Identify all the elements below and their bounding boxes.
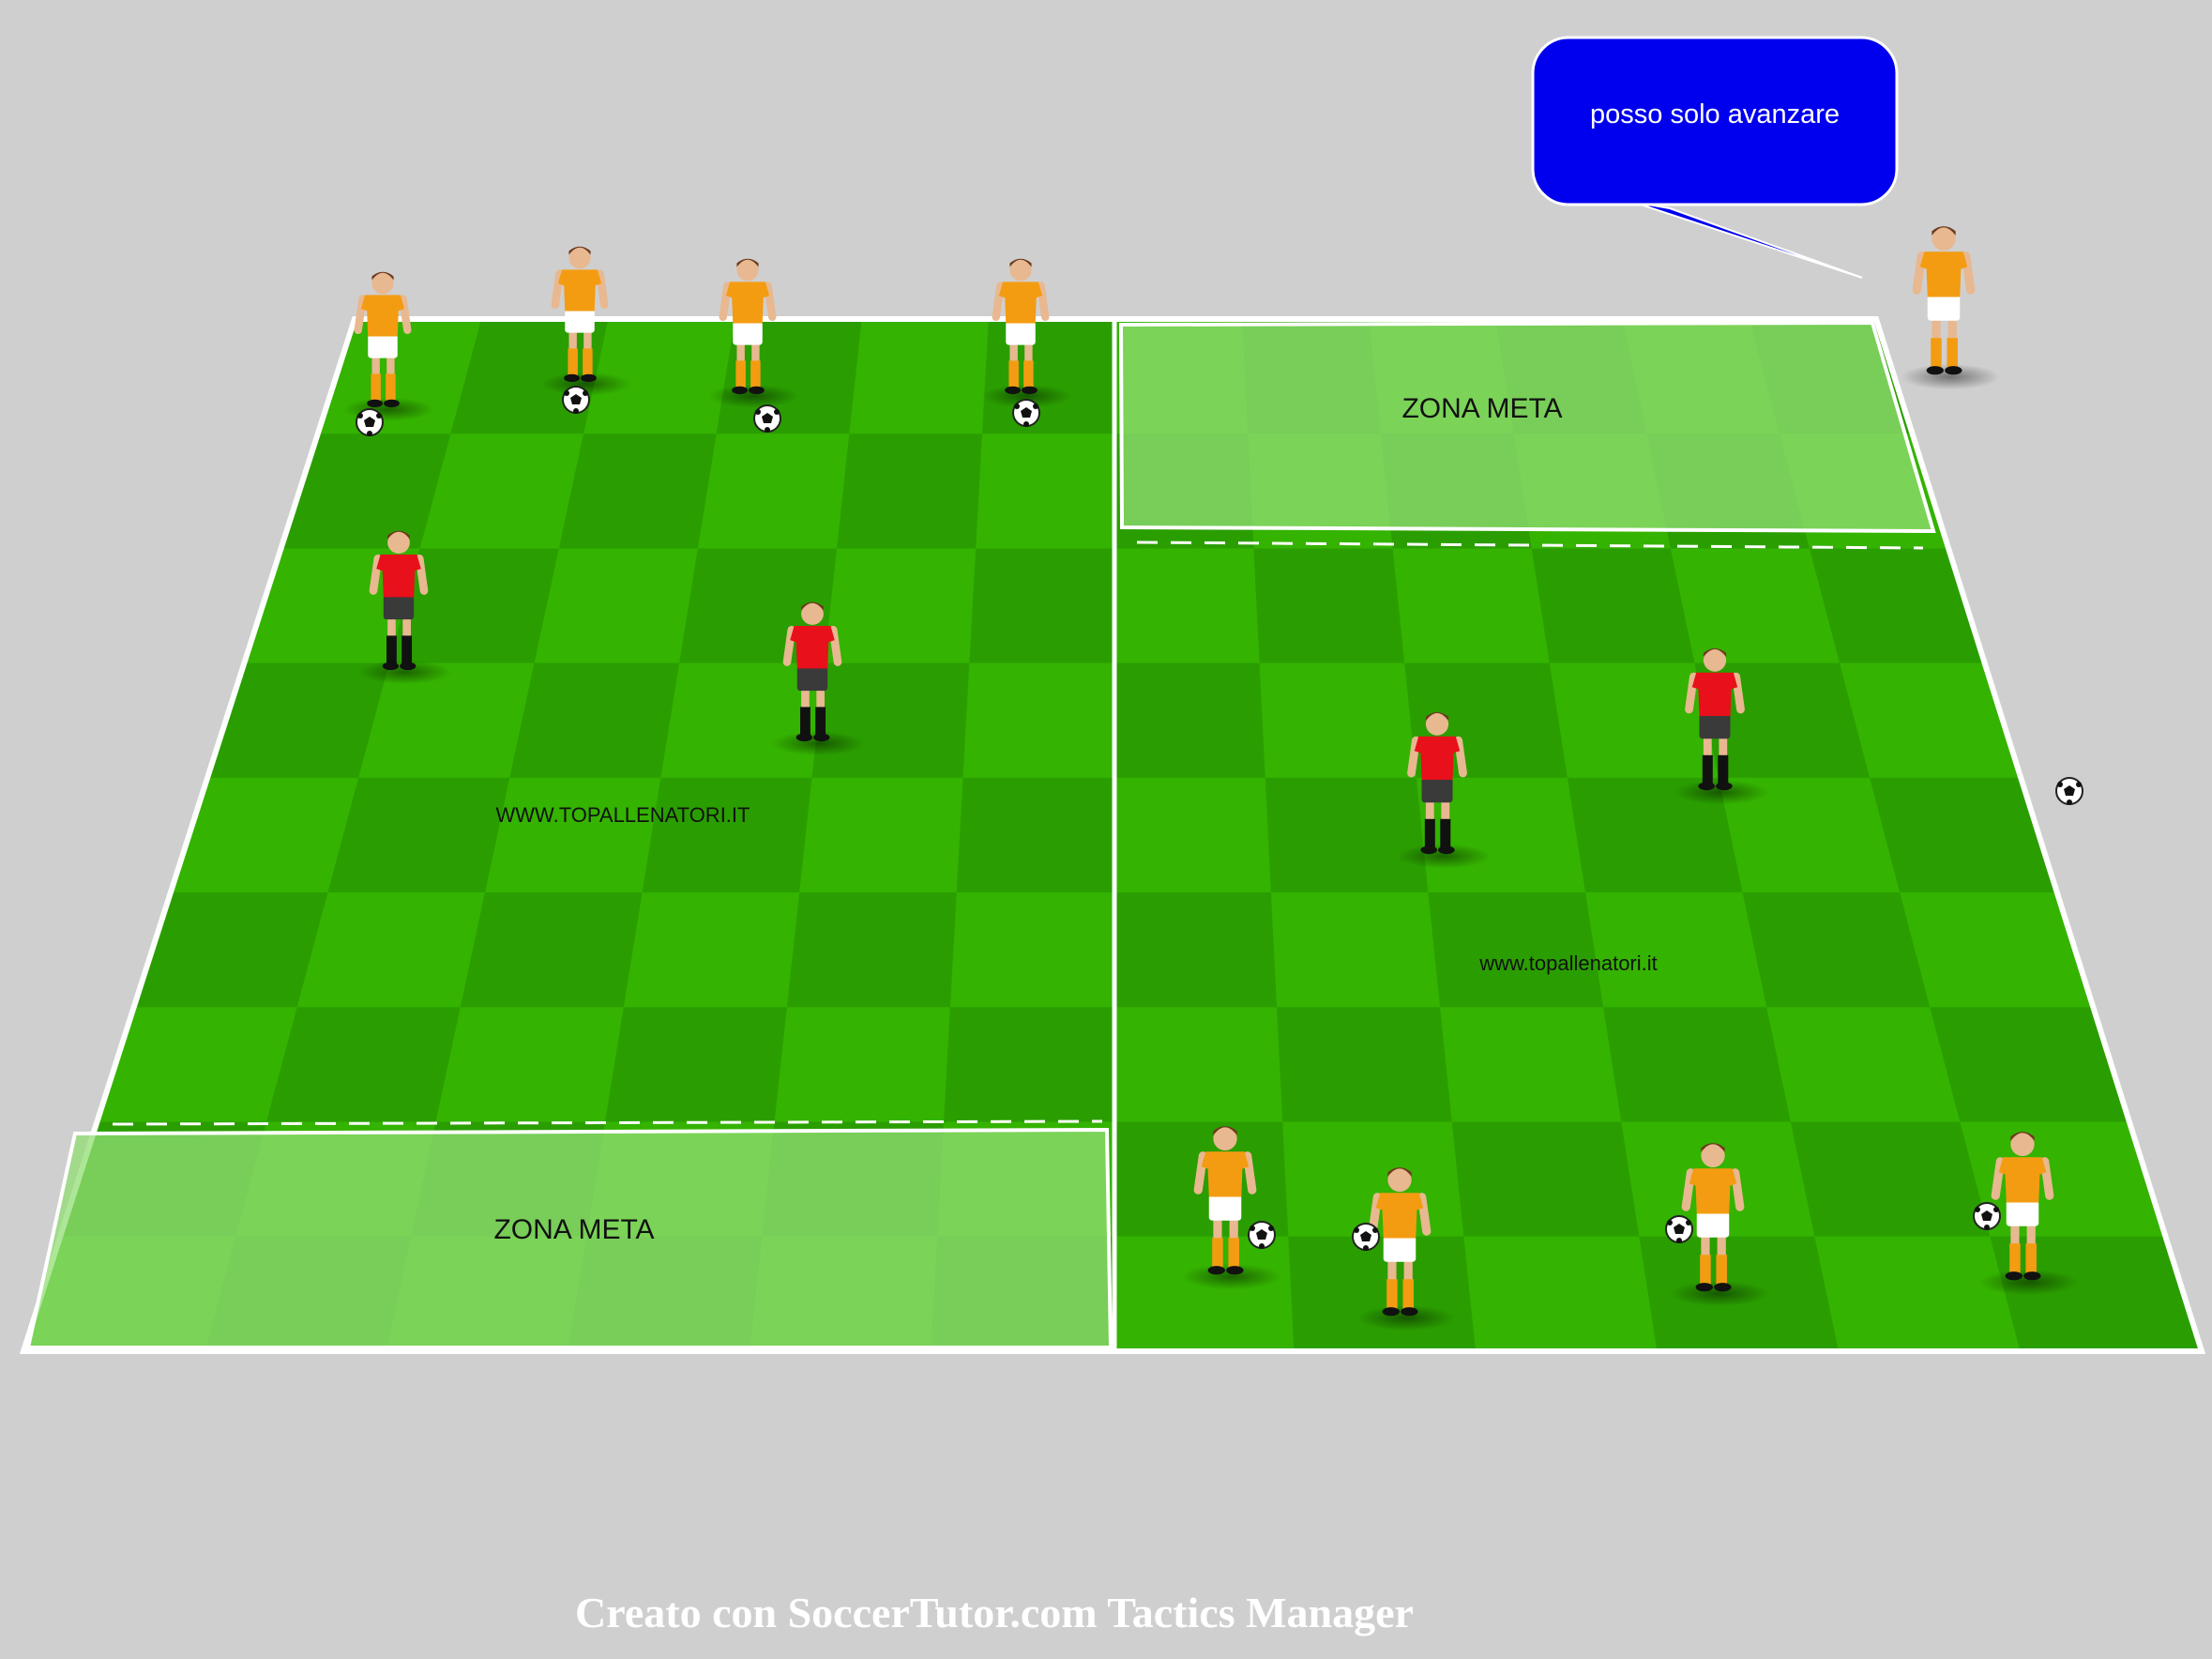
- soccer-ball-icon: [753, 404, 781, 433]
- player-orange-outside: [1901, 226, 2000, 390]
- soccer-ball-icon: [1012, 399, 1040, 427]
- watermark-left: WWW.TOPALLENATORI.IT: [496, 803, 750, 827]
- soccer-ball-icon: [1973, 1202, 2001, 1230]
- player-orange-8: [1979, 1132, 2079, 1296]
- goal-zone-bottom-left: [25, 1119, 1114, 1349]
- soccer-ball-icon: [1352, 1223, 1380, 1251]
- soccer-ball-icon: [1248, 1221, 1276, 1249]
- players-layer: [343, 226, 2079, 1332]
- soccer-ball-icon: [2055, 777, 2083, 805]
- player-orange-6: [1356, 1167, 1456, 1332]
- player-orange-5: [1182, 1126, 1281, 1290]
- soccer-ball-icon: [356, 408, 384, 436]
- soccer-ball-icon: [562, 386, 590, 414]
- footer-credit: Creato con SoccerTutor.com Tactics Manag…: [575, 1589, 1414, 1636]
- player-red-2: [771, 601, 866, 756]
- player-orange-2: [540, 246, 631, 396]
- player-red-4: [1674, 647, 1769, 805]
- zone-label-top-right: ZONA META: [1401, 393, 1562, 424]
- speech-bubble-text: posso solo avanzare: [1590, 99, 1840, 129]
- goal-zone-top-right: [1118, 320, 1936, 550]
- player-red-1: [357, 530, 452, 685]
- player-orange-3: [708, 258, 799, 408]
- zone-label-bottom-left: ZONA META: [493, 1214, 654, 1245]
- player-orange-4: [981, 258, 1072, 408]
- balls-layer: [356, 386, 2083, 1251]
- watermark-right: www.topallenatori.it: [1478, 951, 1658, 975]
- player-red-3: [1396, 711, 1492, 869]
- speech-bubble: posso solo avanzare: [1531, 36, 1899, 279]
- player-orange-7: [1670, 1143, 1769, 1307]
- soccer-ball-icon: [1665, 1215, 1693, 1243]
